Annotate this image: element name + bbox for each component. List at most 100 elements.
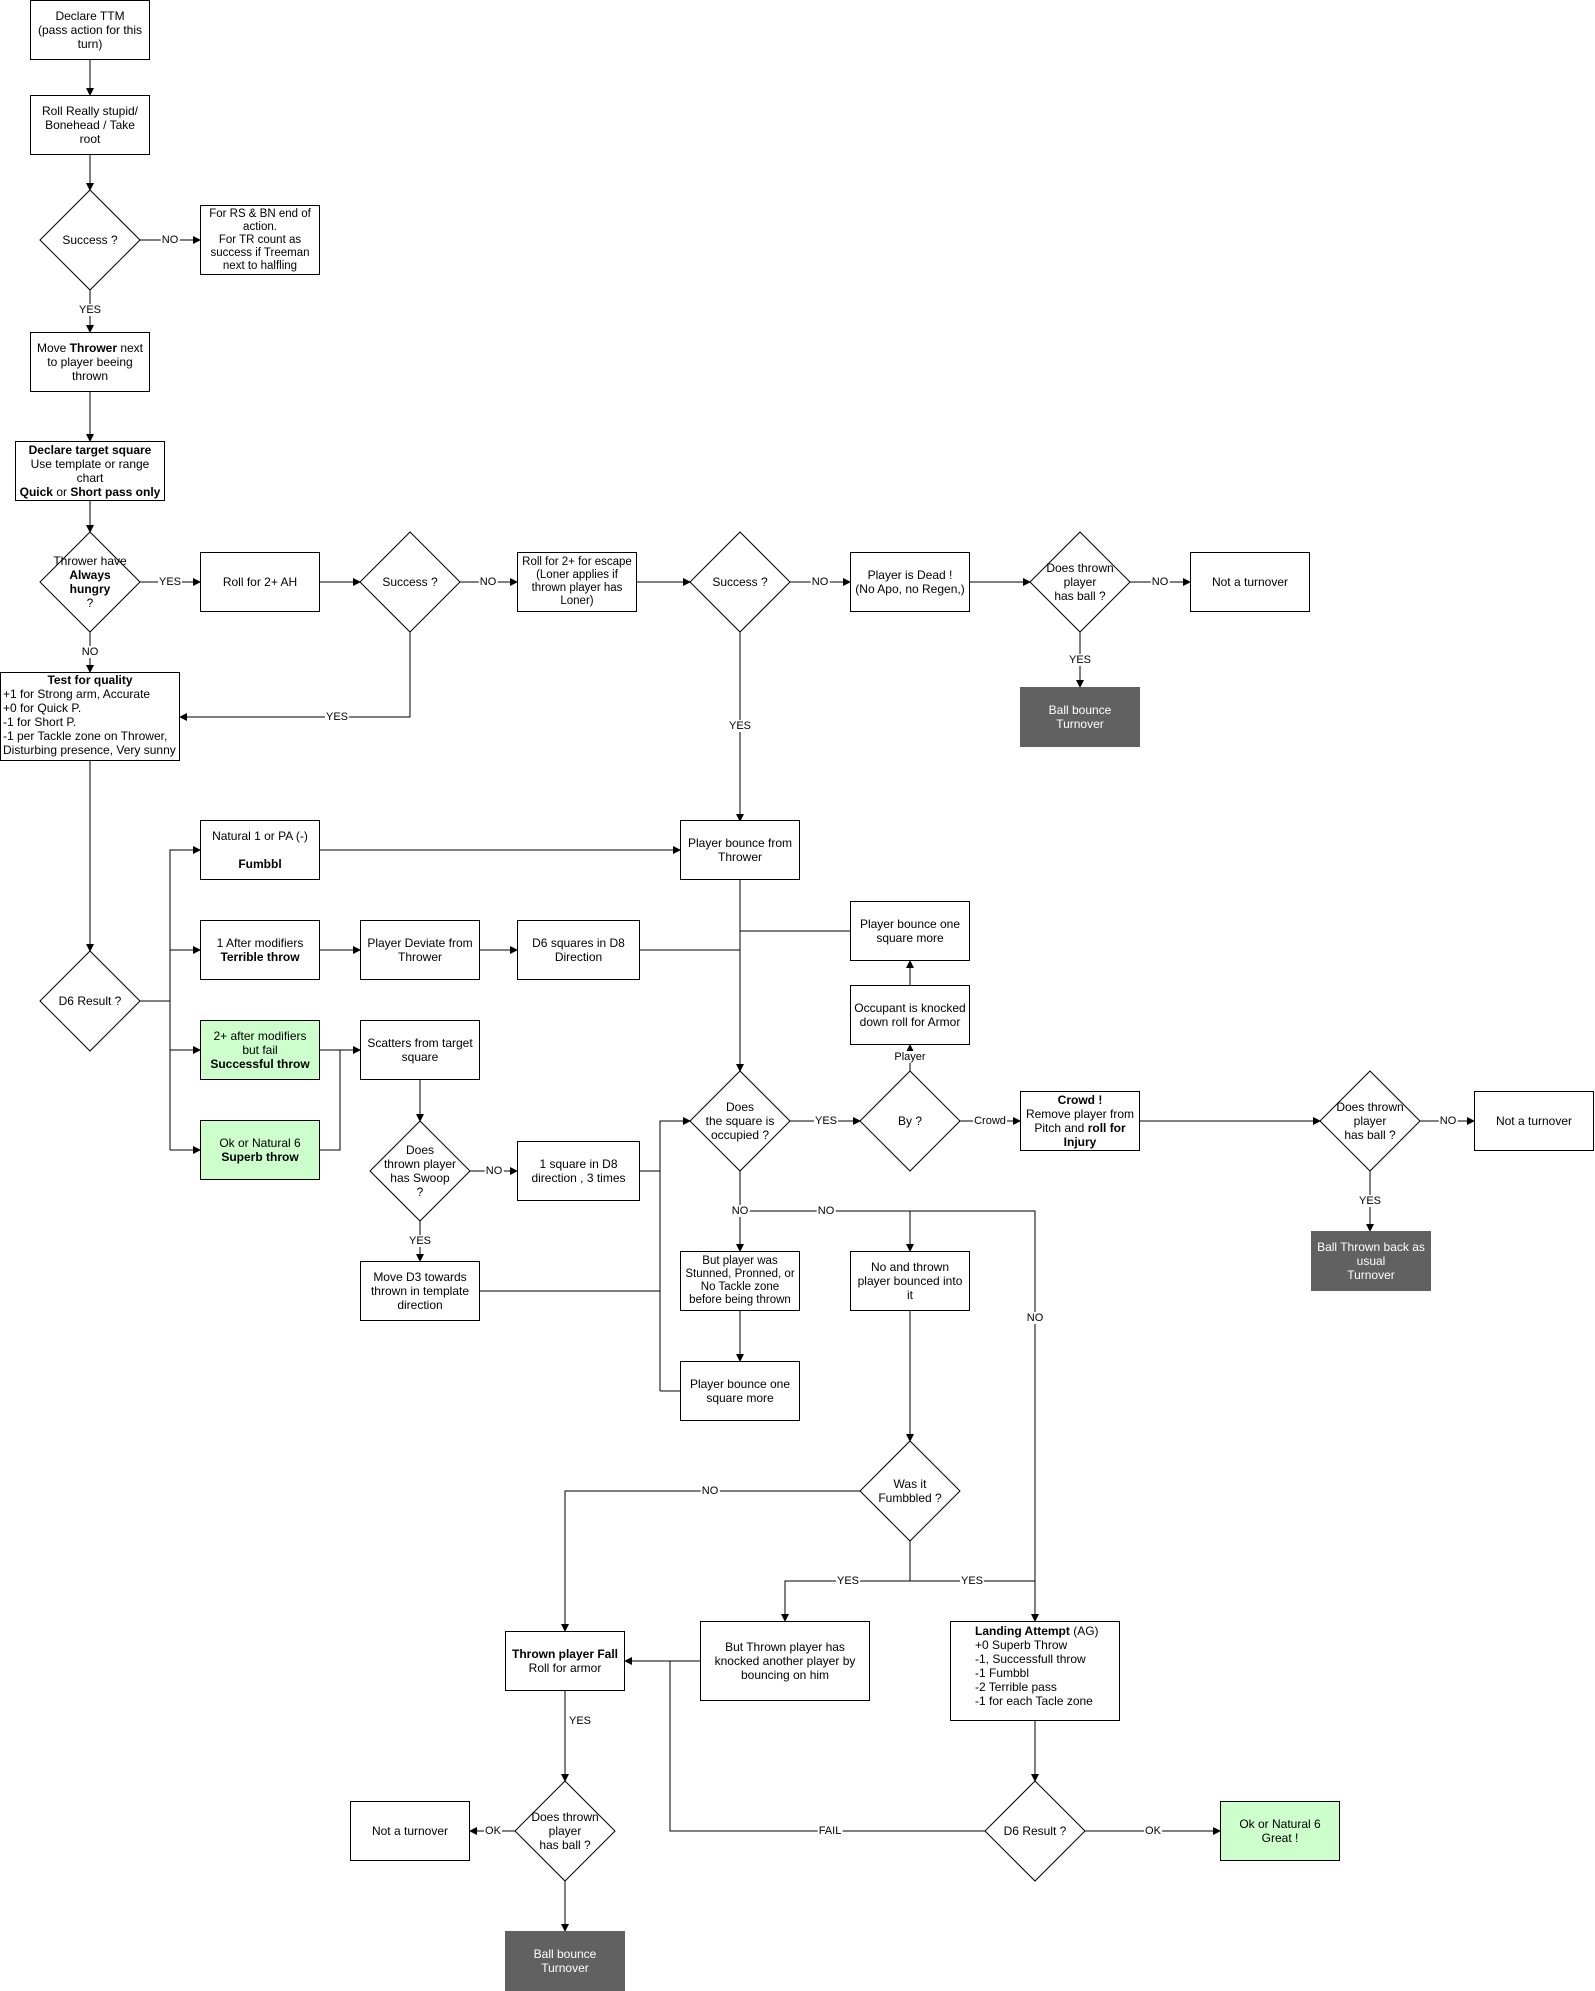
success3-diamond: Success ? <box>690 532 790 632</box>
roll-really-stupid-box: Roll Really stupid/ Bonehead / Take root <box>30 95 150 155</box>
landing-attempt-body: +0 Superb Throw -1, Successfull throw -1… <box>975 1638 1093 1708</box>
landing-attempt-title-b: (AG) <box>1069 1624 1099 1638</box>
player-dead-box: Player is Dead ! (No Apo, no Regen,) <box>850 552 970 612</box>
natural1-text-a: Natural 1 or PA (-) <box>212 829 308 843</box>
declare-ttm-box: Declare TTM (pass action for this turn) <box>30 0 150 60</box>
test-quality-body: +1 for Strong arm, Accurate +0 for Quick… <box>3 687 176 757</box>
has-ball3-label: Does thrown player has ball ? <box>531 1810 599 1852</box>
edge-label-no-fumb: NO <box>700 1485 720 1497</box>
crowd-body: Remove player from Pitch and roll for In… <box>1024 1107 1136 1149</box>
edge-label-yes-s3: YES <box>727 720 753 732</box>
ball-bounce2-label: Ball bounce Turnover <box>533 1947 597 1975</box>
bounce-more2-box: Player bounce one square more <box>680 1361 800 1421</box>
bounce-thrower-label: Player bounce from Thrower <box>687 836 793 864</box>
deviate-label: Player Deviate from Thrower <box>367 936 473 964</box>
ball-bounce1-box: Ball bounce Turnover <box>1020 687 1140 747</box>
edge-label-yes-fall: YES <box>567 1715 593 1727</box>
thrown-fall-sub: Roll for armor <box>528 1661 602 1675</box>
crowd-text-c: roll for Injury <box>1063 1121 1126 1149</box>
edge-label-yes-hb1: YES <box>1067 654 1093 666</box>
stunned-box: But player was Stunned, Pronned, or No T… <box>680 1251 800 1311</box>
natural1-text-b: Fumbbl <box>238 857 282 871</box>
declare-target-or: or <box>52 485 71 499</box>
not-turnover3-label: Not a turnover <box>371 1824 449 1838</box>
diamond-by <box>859 1070 961 1172</box>
edge-label-no-hb1: NO <box>1150 576 1170 588</box>
d6-squares-label: D6 squares in D8 Direction <box>532 936 625 964</box>
success1-label: Success ? <box>62 233 118 247</box>
roll-escape-label: Roll for 2+ for escape (Loner applies if… <box>522 556 632 607</box>
ball-bounce2-box: Ball bounce Turnover <box>505 1931 625 1991</box>
knocked-another-label: But Thrown player has knocked another pl… <box>714 1640 856 1682</box>
by-label: By ? <box>897 1114 922 1128</box>
fumbbled-label: Was it Fumbbled ? <box>878 1477 942 1505</box>
superb-text-a: Ok or Natural 6 <box>219 1136 301 1150</box>
bounce-more2-label: Player bounce one square more <box>689 1377 791 1405</box>
scatters-label: Scatters from target square <box>367 1036 473 1064</box>
one-square-d8-label: 1 square in D8 direction , 3 times <box>531 1157 626 1185</box>
d6-result1-diamond: D6 Result ? <box>40 951 140 1051</box>
edge-label-no-swoop: NO <box>484 1165 504 1177</box>
roll-escape-box: Roll for 2+ for escape (Loner applies if… <box>517 552 637 612</box>
natural1-box: Natural 1 or PA (-) Fumbbl <box>200 820 320 880</box>
edge-label-no-hb2: NO <box>1438 1115 1458 1127</box>
move-thrower-box: Move Thrower next to player beeing throw… <box>30 332 150 392</box>
declare-target-short: Short pass only <box>70 485 161 499</box>
move-thrower-text-a: Move <box>36 341 70 355</box>
edge-label-no-occ2: NO <box>816 1205 836 1217</box>
no-bounced-label: No and thrown player bounced into it <box>857 1260 963 1302</box>
rs-fail-box: For RS & BN end of action. For TR count … <box>200 205 320 275</box>
great-text-b: Great ! <box>1261 1831 1299 1845</box>
edge-label-yes-hb2: YES <box>1357 1195 1383 1207</box>
not-turnover1-label: Not a turnover <box>1211 575 1289 589</box>
scatters-box: Scatters from target square <box>360 1020 480 1080</box>
roll-ah-box: Roll for 2+ AH <box>200 552 320 612</box>
always-hungry-text-b: Always hungry <box>69 568 111 596</box>
edge-label-yes-swoop: YES <box>407 1235 433 1247</box>
edge-label-no-occ1: NO <box>730 1205 750 1217</box>
has-ball2-diamond: Does thrown player has ball ? <box>1320 1071 1420 1171</box>
one-square-d8-box: 1 square in D8 direction , 3 times <box>517 1141 640 1201</box>
no-bounced-box: No and thrown player bounced into it <box>850 1251 970 1311</box>
great-text-a: Ok or Natural 6 <box>1239 1817 1321 1831</box>
landing-attempt-title: Landing Attempt (AG) <box>975 1624 1099 1638</box>
move-thrower-text-b: Thrower <box>69 341 117 355</box>
edge-label-yes-ah: YES <box>157 576 183 588</box>
declare-target-pass: Quick or Short pass only <box>20 485 161 499</box>
edge-label-yes-s2: YES <box>324 711 350 723</box>
d6-squares-box: D6 squares in D8 Direction <box>517 920 640 980</box>
terrible-text-a: 1 After modifiers <box>216 936 304 950</box>
terrible-text-b: Terrible throw <box>220 950 300 964</box>
success1-diamond: Success ? <box>40 190 140 290</box>
roll-rs-label: Roll Really stupid/ Bonehead / Take root <box>41 104 139 146</box>
move-d3-box: Move D3 towards thrown in template direc… <box>360 1261 480 1321</box>
edge-label-player-by: Player <box>893 1051 927 1063</box>
bounce-thrower-box: Player bounce from Thrower <box>680 820 800 880</box>
player-dead-label: Player is Dead ! (No Apo, no Regen,) <box>855 568 965 596</box>
move-thrower-text-c: next to player beeing thrown <box>47 341 144 383</box>
always-hungry-diamond: Thrower have Always hungry? <box>40 532 140 632</box>
stunned-label: But player was Stunned, Pronned, or No T… <box>685 1255 795 1306</box>
move-d3-label: Move D3 towards thrown in template direc… <box>370 1270 470 1312</box>
d6-result1-label: D6 Result ? <box>58 994 122 1008</box>
declare-ttm-label: Declare TTM (pass action for this turn) <box>37 9 143 51</box>
swoop-label: Does thrown player has Swoop ? <box>383 1143 457 1199</box>
rs-fail-label: For RS & BN end of action. For TR count … <box>209 207 311 272</box>
bounce-more1-box: Player bounce one square more <box>850 901 970 961</box>
edge-label-yes-fumb2: YES <box>959 1575 985 1587</box>
edge-label-no-s2: NO <box>478 576 498 588</box>
not-turnover1-box: Not a turnover <box>1190 552 1310 612</box>
edge-label-no-occ3: NO <box>1025 1312 1045 1324</box>
success2-label: Success ? <box>382 575 438 589</box>
thrown-fall-title: Thrown player Fall <box>511 1647 619 1661</box>
fumbbled-diamond: Was it Fumbbled ? <box>860 1441 960 1541</box>
not-turnover2-label: Not a turnover <box>1495 1114 1573 1128</box>
occupant-knocked-label: Occupant is knocked down roll for Armor <box>854 1001 966 1029</box>
ball-thrown-back-box: Ball Thrown back as usual Turnover <box>1311 1231 1431 1291</box>
edge-label-yes-occ: YES <box>813 1115 839 1127</box>
has-ball1-diamond: Does thrown player has ball ? <box>1030 532 1130 632</box>
